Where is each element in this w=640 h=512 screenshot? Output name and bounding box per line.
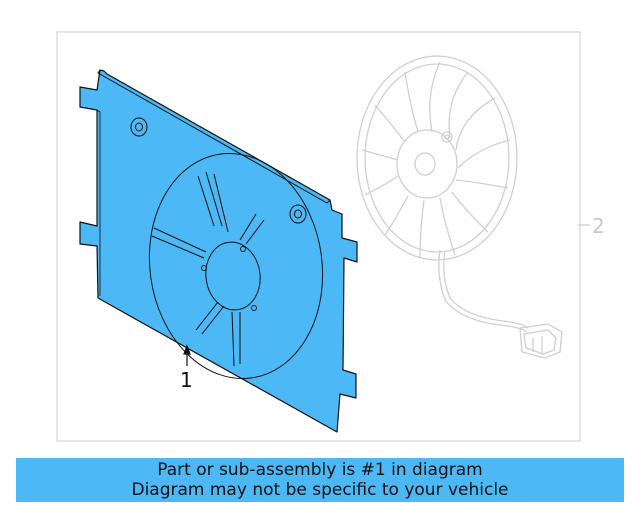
shroud-left-edge bbox=[96, 109, 101, 296]
fan-hub-cap bbox=[414, 152, 436, 176]
parts-diagram: 2 bbox=[56, 31, 605, 442]
shroud-spokes bbox=[151, 171, 265, 367]
motor-mount-boss bbox=[441, 131, 453, 143]
connector bbox=[519, 323, 563, 359]
mount-screw-hole bbox=[201, 265, 207, 271]
shroud-top-edge bbox=[97, 69, 331, 204]
diagram-svg: 2 bbox=[56, 31, 605, 442]
shroud-body bbox=[79, 69, 358, 433]
callout-1-leader bbox=[183, 344, 191, 366]
info-banner: Part or sub-assembly is #1 in diagram Di… bbox=[16, 458, 624, 502]
wire-harness bbox=[438, 249, 528, 333]
mount-screw-hole bbox=[251, 305, 257, 311]
mount-hole-top-left bbox=[130, 117, 148, 137]
fan-shroud bbox=[79, 69, 358, 433]
callout-1-label: 1 bbox=[180, 368, 193, 392]
shroud-opening bbox=[148, 152, 324, 380]
fan-blades bbox=[361, 61, 511, 259]
motor-mount-boss bbox=[444, 134, 450, 140]
fan-hub bbox=[396, 129, 458, 199]
mount-screw-hole bbox=[240, 246, 246, 252]
mount-hole-right bbox=[289, 204, 307, 224]
fan-motor-assembly bbox=[356, 55, 563, 359]
diagram-frame bbox=[56, 31, 581, 442]
fan-inner-ring bbox=[364, 63, 510, 253]
fan-outer-ring bbox=[356, 55, 518, 261]
callout-2-label: 2 bbox=[592, 214, 605, 238]
banner-line-1: Part or sub-assembly is #1 in diagram bbox=[157, 460, 483, 480]
wire-harness-2 bbox=[443, 251, 529, 329]
banner-line-2: Diagram may not be specific to your vehi… bbox=[131, 480, 509, 500]
motor-mount-ring bbox=[205, 241, 261, 311]
